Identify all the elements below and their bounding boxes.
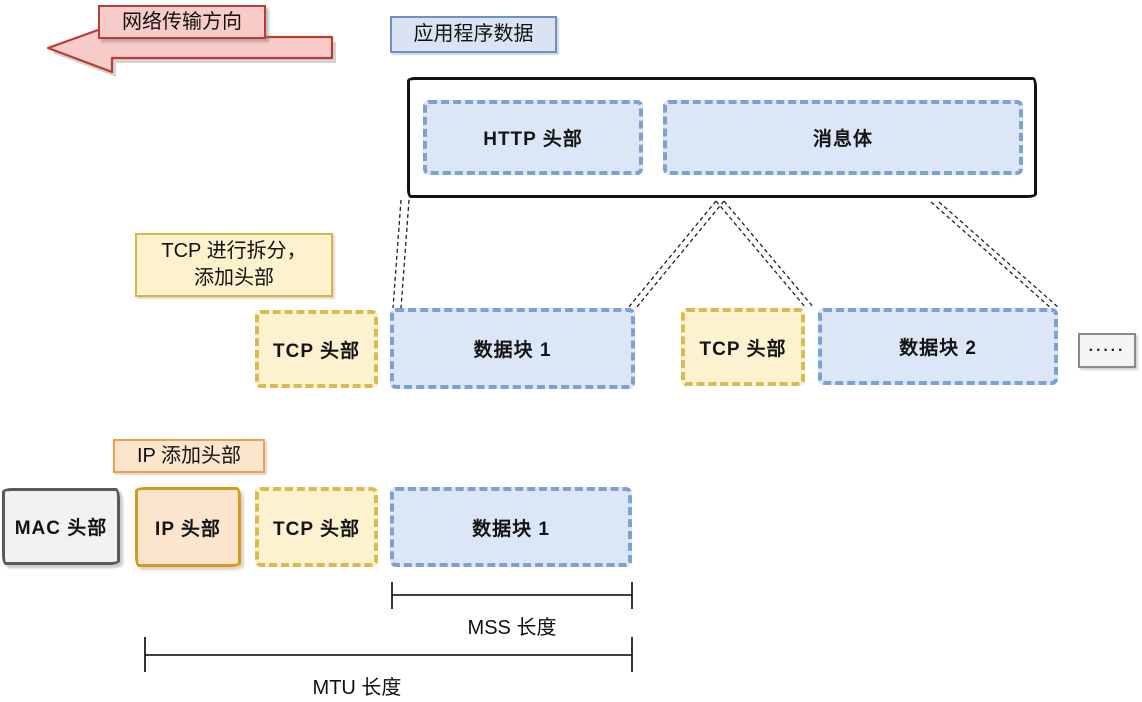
ip-header-label: IP 头部: [155, 518, 221, 540]
connector-line: [635, 200, 725, 309]
tcp-segment2-header-label: TCP 头部: [699, 338, 787, 360]
connector-line: [400, 199, 410, 309]
tcp-segment1-data-label: 数据块 1: [473, 340, 552, 361]
tcp-segment1-header-box: TCP 头部: [255, 310, 378, 388]
message-body-box: 消息体: [663, 100, 1023, 175]
tcp-segment1-data-box: 数据块 1: [390, 308, 635, 389]
more-segments-ellipsis-box: ·····: [1078, 333, 1136, 368]
tcp-split-note: TCP 进行拆分， 添加头部: [135, 233, 333, 297]
http-header-label: HTTP 头部: [483, 129, 583, 150]
ellipsis-label: ·····: [1088, 341, 1126, 359]
tcp-header-box-bottom: TCP 头部: [255, 487, 378, 567]
app-data-box: HTTP 头部 消息体: [407, 77, 1037, 198]
message-body-label: 消息体: [812, 129, 873, 150]
connector-line: [723, 200, 815, 309]
data-block-label-bottom: 数据块 1: [472, 518, 550, 540]
tcp-segment2-header-box: TCP 头部: [681, 308, 805, 386]
tcp-split-note-line1: TCP 进行拆分，: [161, 240, 307, 262]
mss-length-label: MSS 长度: [467, 617, 557, 639]
mtu-length-label: MTU 长度: [312, 677, 402, 699]
tcp-split-note-line2: 添加头部: [193, 267, 274, 289]
ip-add-header-note: IP 添加头部: [113, 439, 265, 473]
connector-line: [930, 201, 1052, 309]
tcp-segment2-data-box: 数据块 2: [818, 308, 1058, 385]
tcp-segment1-header-label: TCP 头部: [273, 340, 360, 362]
app-data-label: 应用程序数据: [390, 16, 557, 53]
http-header-box: HTTP 头部: [423, 100, 643, 175]
tcp-segment2-data-label: 数据块 2: [899, 338, 977, 359]
connector-line: [715, 200, 807, 309]
connector-line: [627, 200, 717, 309]
data-block-box-bottom: 数据块 1: [390, 487, 632, 567]
connector-line: [938, 201, 1060, 309]
mac-header-label: MAC 头部: [14, 518, 108, 539]
mac-header-box: MAC 头部: [2, 488, 120, 565]
direction-label: 网络传输方向: [98, 5, 266, 39]
ip-header-box: IP 头部: [135, 487, 241, 567]
tcp-header-label-bottom: TCP 头部: [273, 518, 360, 540]
connector-line: [392, 199, 402, 309]
